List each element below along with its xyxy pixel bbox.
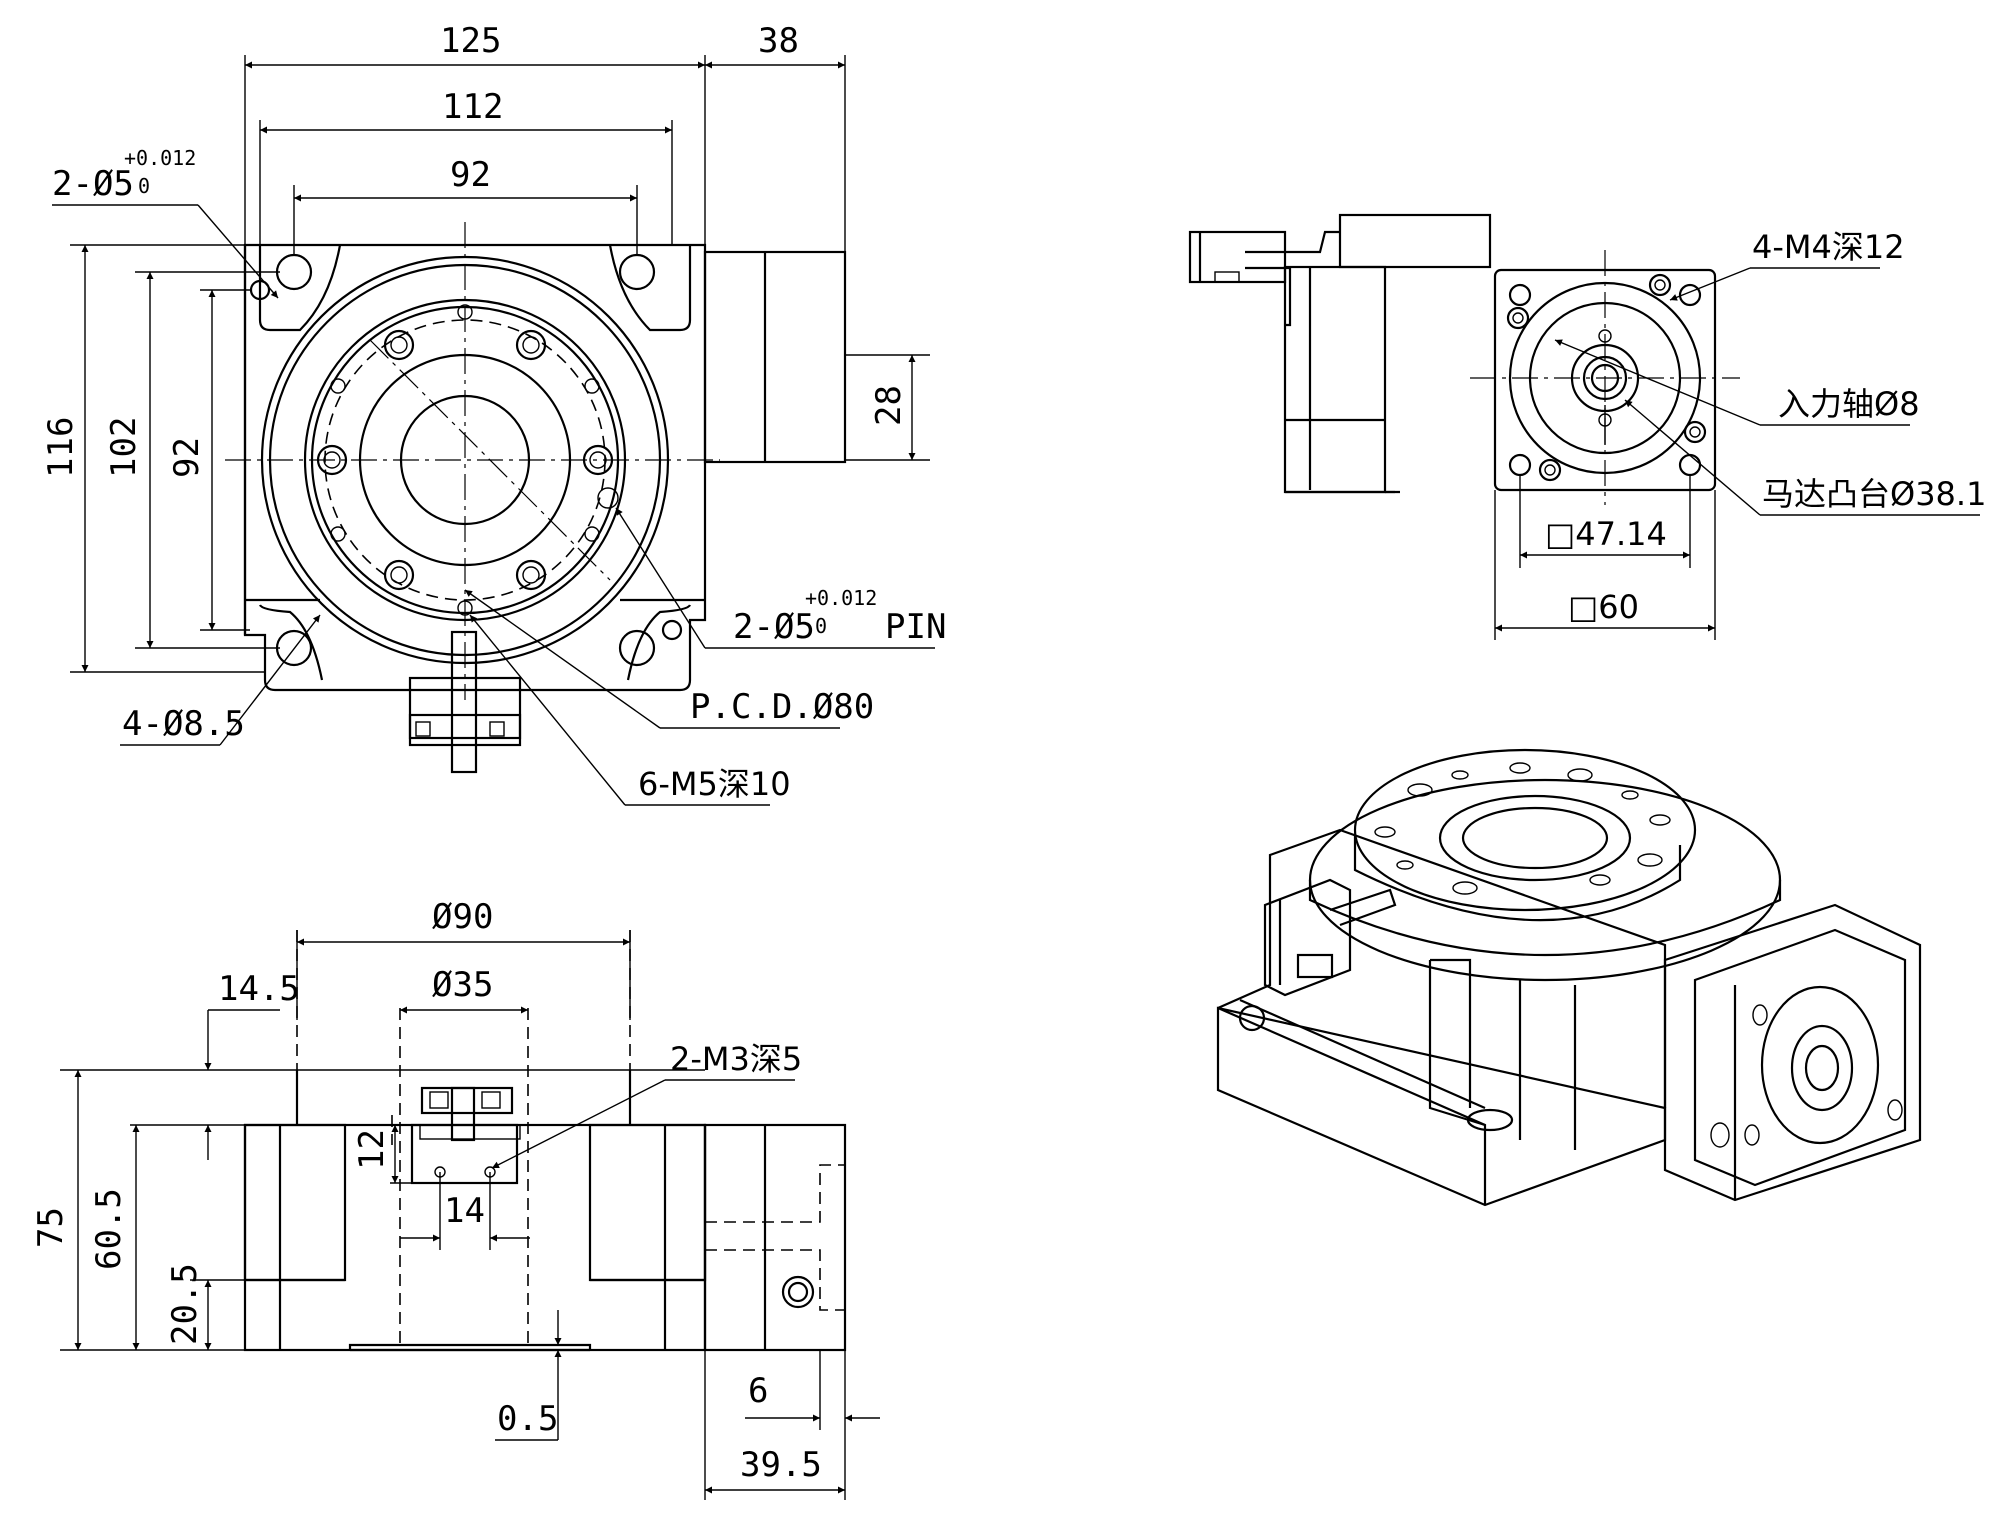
dim-28: 28 [869,385,909,426]
iso-center-bore [1461,806,1609,870]
top-view-callouts: 2-Ø5 +0.012 0 2-Ø5 +0.012 0 PIN 4-Ø8.5 P… [52,146,946,806]
callout-pin-hole-top: 2-Ø5 [52,164,134,204]
dim-102: 102 [104,417,144,478]
callout-m4-thread: 4-M4深12 [1752,228,1905,266]
mount-hole [275,253,313,291]
top-view-base-outline [243,243,707,692]
sensor-flag [450,630,478,774]
sensor-block [410,1123,519,1185]
motor-body [1283,265,1387,494]
side-view: Ø90 Ø35 14.5 75 60.5 20.5 12 14 [31,897,880,1500]
dim-92: 92 [450,155,491,195]
m5-holes [316,329,614,591]
mount-hole [618,253,656,291]
side-view-body [243,1123,707,1352]
motor-view: □47.14 □60 4-M4深12 入力轴Ø8 马达凸台Ø38.1 [1188,213,1986,640]
side-motor [703,1123,847,1352]
callout-input-shaft: 入力轴Ø8 [1778,385,1920,423]
mount-hole [618,629,656,667]
pin-hole [249,279,271,301]
dim-sq-47-14: □47.14 [1545,515,1667,553]
callout-thread-holes: 6-M5深10 [638,765,791,803]
dim-20-5: 20.5 [165,1263,205,1345]
dim-d90: Ø90 [432,897,493,937]
top-view-dimensions [70,55,930,673]
svg-text:PIN: PIN [885,607,946,647]
dim-0-5: 0.5 [497,1399,558,1439]
svg-text:0: 0 [138,174,150,198]
callout-pin-hole-right: 2-Ø5 [733,607,815,647]
dim-sq-60: □60 [1568,588,1639,626]
motor-block [703,250,847,464]
dim-92-vertical: 92 [167,437,207,478]
pin-hole [661,619,683,641]
top-view: 125 38 112 92 116 102 92 28 2-Ø5 +0.012 … [41,21,946,806]
sensor-head [1188,230,1287,284]
dim-60-5: 60.5 [89,1188,129,1270]
side-view-dimensions: Ø90 Ø35 14.5 75 60.5 20.5 12 14 [31,897,880,1500]
dim-d35: Ø35 [432,965,493,1005]
callout-pcd: P.C.D.Ø80 [690,687,874,727]
callout-m3-thread: 2-M3深5 [670,1040,802,1078]
dim-39-5: 39.5 [740,1445,822,1485]
isometric-view [1216,748,1922,1207]
dim-116: 116 [41,417,81,478]
dim-14: 14 [444,1191,485,1231]
dim-38: 38 [758,21,799,61]
dim-112: 112 [442,87,503,127]
callout-mount-holes: 4-Ø8.5 [122,704,245,744]
svg-text:+0.012: +0.012 [124,146,196,170]
sensor-bracket [408,676,522,740]
dim-14-5: 14.5 [218,969,300,1009]
dim-75: 75 [31,1207,71,1248]
iso-table-top [1353,748,1697,912]
dim-125: 125 [440,21,501,61]
callout-motor-boss: 马达凸台Ø38.1 [1762,475,1986,513]
dim-6: 6 [748,1371,768,1411]
svg-text:0: 0 [815,614,827,638]
dim-12: 12 [352,1129,392,1170]
svg-text:+0.012: +0.012 [805,586,877,610]
